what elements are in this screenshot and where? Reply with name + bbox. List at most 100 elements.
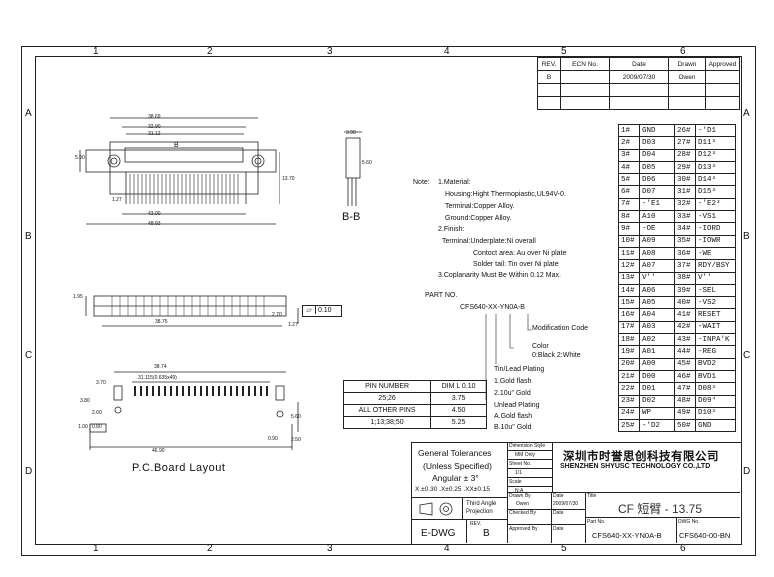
pin-number-cell: 21# [618,369,640,384]
pin-signal-cell: BVD1 [695,369,736,384]
dimension-info: Dimension Style MM Only Sheet No. 1/1 Sc… [507,442,552,494]
pcb-layout-drawing [89,371,299,450]
zone-col-3-bottom: 3 [327,543,333,554]
dim-13-70: 13.70 [282,176,295,182]
pin-signal-cell: D10³ [695,406,736,421]
pin-signal-cell: A00 [639,357,675,371]
zone-col-1-bottom: 1 [93,543,99,554]
pin-signal-cell: GND [695,419,736,433]
side-view-drawing [85,295,299,327]
dim-table-header-pin: PIN NUMBER [342,380,432,393]
pin-number-cell: 50# [674,419,696,433]
note-solder-tail: Solder tail: Tin over Ni plate [473,261,559,268]
pin-number-cell: 37# [674,259,696,273]
table-row: 1;13;38;50 5.25 [342,416,487,429]
part-no-title: PART NO. [425,292,458,299]
pin-number-cell: 35# [674,234,696,248]
approved-by-label: Approved By [509,526,538,532]
ecn-value [560,70,610,84]
pin-number-cell: 26# [674,123,696,138]
note-underplate: Terminal:Underplate:Ni overall [442,238,536,245]
note-contact-area: Contoct area: Au over Ni plate [473,250,567,257]
plating-unlead: Unlead Plating [494,402,540,409]
plating-gold-flash: 1.Gold flash [494,378,532,385]
divider [466,519,467,543]
pin-number-cell: 11# [618,246,640,261]
pin-signal-cell: A09 [639,234,675,248]
divider [411,519,507,520]
pin-signal-cell: A05 [639,296,675,310]
pin-signal-cell: D04 [639,148,675,162]
zone-col-4-top: 4 [444,46,450,57]
plating-b-10u-gold: B.10u" Gold [494,424,532,431]
approved-date-label: Date [553,526,564,532]
dim-0-90: 0.90 [268,436,278,442]
zone-row-c-left: C [25,350,33,361]
zone-col-2-top: 2 [207,46,213,57]
pin-number-cell: 39# [674,283,696,298]
pin-signal-cell: D08³ [695,382,736,396]
pin-number-cell: 49# [674,406,696,421]
pin-signal-cell: -WE [695,246,736,261]
dim-l-table: PIN NUMBER DIM L 0.10 25;26 3.75 ALL OTH… [342,380,487,429]
zone-row-a-left: A [25,108,32,119]
ecn-header: ECN No. [560,57,610,71]
zone-col-6-top: 6 [680,46,686,57]
drawing-border-inner [35,56,742,545]
section-view-label: B-B [342,211,361,223]
dim-1-00: 1.00 [78,424,88,430]
sheet-label: Sheet No. [507,460,552,469]
pin-number-cell: 3# [618,148,640,162]
pin-number-cell: 5# [618,173,640,187]
part-no-value: CFS640-XX-YN0A-B [592,531,662,540]
pin-signal-cell: D01 [639,382,675,396]
pin-number-cell: 42# [674,320,696,335]
dim-3-90: 3.90 [346,130,356,136]
rev-label: REV. [470,521,482,527]
pin-number-cell: 15# [618,296,640,310]
pin-number-cell: 40# [674,296,696,310]
dim-46-90: 46.90 [152,448,165,454]
pin-number-cell: 45# [674,357,696,371]
pin-number-cell: 6# [618,185,640,199]
pin-signal-cell: A02 [639,333,675,347]
pin-number-cell: 44# [674,345,696,359]
pcb-layout-label: P.C.Board Layout [132,462,226,474]
plating-a-gold-flash: A.Gold flash [494,413,533,420]
zone-row-b-right: B [743,231,750,242]
dim-38-74: 38.74 [154,364,167,370]
rev-value-title-block: B [483,528,490,539]
zone-col-5-top: 5 [561,46,567,57]
pin-signal-cell: D11³ [695,136,736,150]
divider [585,517,740,518]
pin-signal-cell: D05 [639,160,675,175]
dim-3-80: 3.80 [80,398,90,404]
dimension-style-label: Dimension Style [507,442,552,451]
pin-signal-cell: A03 [639,320,675,335]
table-row: 25;26 3.75 [342,392,487,405]
pin-signal-cell: RDY/BSY [695,259,736,273]
pin-number-cell: 10# [618,234,640,248]
pin-signal-cell: -'E2³ [695,197,736,212]
pin-number-cell: 27# [674,136,696,150]
pin-number-cell: 2# [618,136,640,150]
dim-table-header-diml: DIM L 0.10 [430,380,487,393]
pin-signal-cell: A08 [639,246,675,261]
part-no-leader-lines [485,314,532,400]
note-housing: Housing:Hight Thermopiastic,UL94V-0. [445,191,566,198]
pin-number-cell: 38# [674,271,696,285]
pin-number-cell: 18# [618,333,640,347]
pin-number-cell: 24# [618,406,640,421]
